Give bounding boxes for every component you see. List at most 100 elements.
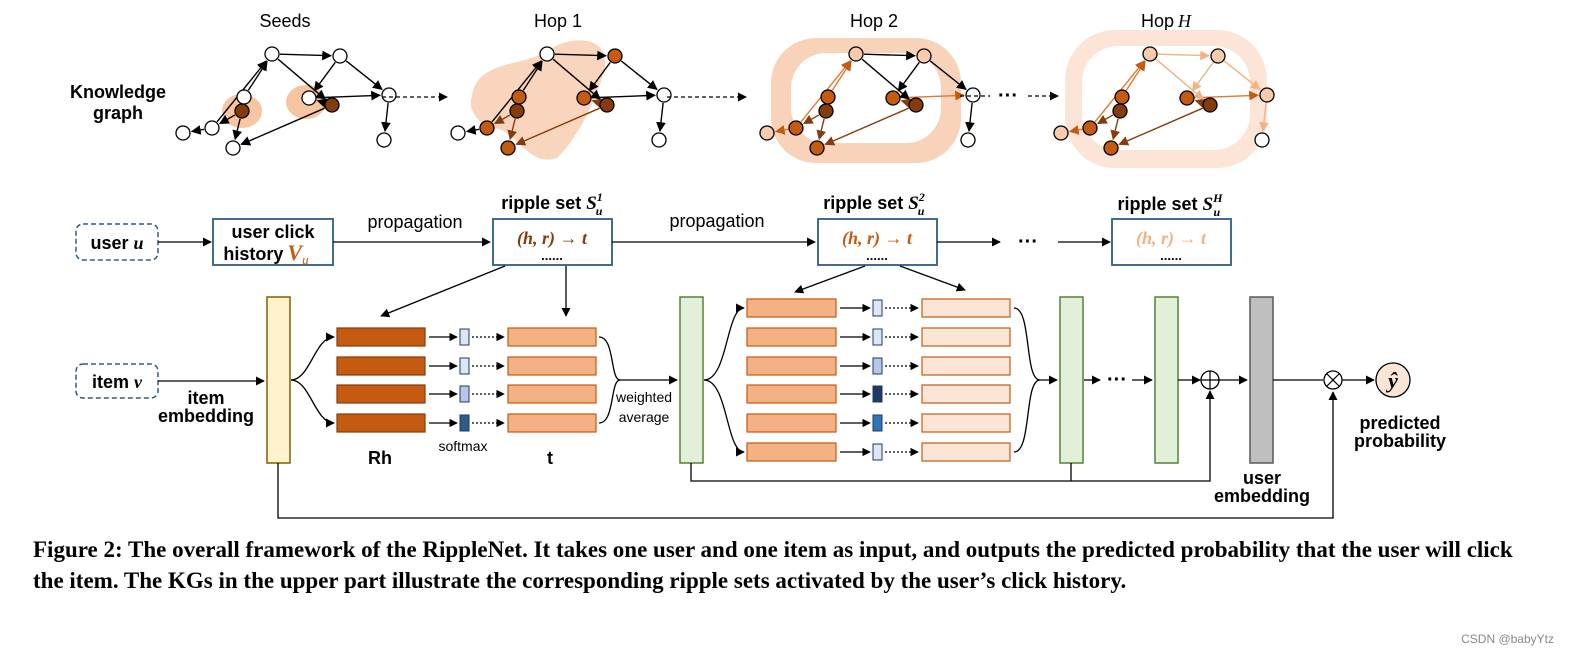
hopH-graph-node [1082, 120, 1098, 136]
hop1-rh-bar [336, 384, 426, 404]
hop2-graph [759, 38, 981, 163]
hop1-graph-edge [656, 102, 666, 133]
hopH-graph-node [1259, 87, 1275, 103]
ripple1-to-rh-arrow [380, 265, 506, 318]
hop2-t-bar [921, 413, 1011, 433]
hopH-graph-node [1114, 89, 1130, 105]
hopH-graph-edge [1194, 90, 1259, 101]
hopH-graph-node [1112, 103, 1128, 119]
hopH-graph [1053, 30, 1275, 168]
hopH-graph-edge [1194, 98, 1206, 108]
figure-caption: Figure 2: The overall framework of the R… [33, 537, 1513, 593]
watermark: CSDN @babyYtz [1461, 632, 1554, 646]
average-label: average [619, 409, 670, 425]
item-embedding-line1: item [187, 388, 224, 408]
hopH-graph-edge [1118, 107, 1203, 146]
seeds-graph-node [332, 48, 348, 64]
hop1-computation [336, 327, 597, 433]
hop2-graph-node [848, 46, 864, 62]
hop2-graph-edge [965, 102, 975, 133]
hopH-graph-node [1053, 125, 1069, 141]
hop2-response-vector [1059, 296, 1084, 464]
seeds-graph-node [264, 46, 280, 62]
hop1-t-bar [507, 356, 597, 376]
hop1-graph-edge [507, 118, 517, 141]
hop2-graph-node [818, 103, 834, 119]
hop1-graph-edge [465, 125, 480, 135]
hop1-graph-node [500, 140, 516, 156]
user-embedding-vector [1249, 296, 1274, 464]
hop1-rh-bar [336, 327, 426, 347]
hop1-halo [470, 40, 606, 160]
ripple-set-2-box [817, 218, 938, 266]
ripple-set-1-triple: (h, r) → t [517, 228, 588, 249]
hop1-graph-node [651, 132, 667, 148]
hopH-graph-node [1142, 46, 1158, 62]
hop2-halo-inner [791, 53, 941, 143]
item-embedding-vector [266, 296, 291, 464]
seeds-graph-node [236, 89, 252, 105]
hop1-prob-cell [459, 357, 470, 375]
hop2-prob-cell [872, 299, 883, 317]
hop2-graph-edge [863, 50, 916, 61]
hop2-t-bar [921, 356, 1011, 376]
propagation-label-2: propagation [669, 211, 764, 231]
hop2-graph-edge [774, 125, 789, 135]
hop2-graph-edge [816, 118, 826, 141]
seeds-graph-edge [277, 58, 326, 100]
seeds-graph-node [204, 120, 220, 136]
hop2-rh-bar [746, 413, 837, 433]
o1-to-rh2-bottom [703, 379, 745, 457]
hop2-brace [1013, 307, 1041, 453]
hop1-response-vector [679, 296, 704, 464]
hop2-t-bar [921, 442, 1011, 462]
hop1-graph-node [509, 103, 525, 119]
seeds-graph-node [376, 132, 392, 148]
kg-label-line1: Knowledge [70, 82, 166, 102]
hop2-prob-cell [872, 414, 883, 432]
hop2-graph-edge [897, 62, 920, 92]
hop2-graph-node [908, 97, 924, 113]
hopH-graph-edge [1068, 125, 1083, 135]
product-operator-icon [1323, 370, 1343, 390]
hop1-t-bar [507, 413, 597, 433]
seeds-graph-edge [218, 114, 236, 125]
softmax-label: softmax [438, 438, 487, 454]
hop1-graph-node [539, 46, 555, 62]
hop1-prob-cell [459, 414, 470, 432]
prediction-node [1375, 362, 1411, 398]
hop2-graph-node [916, 48, 932, 64]
ripple-set-2-triple: (h, r) → t [842, 228, 913, 249]
lower-dots: ··· [1107, 369, 1127, 391]
hop2-prob-cell [872, 443, 883, 461]
hop2-rh-bar [746, 327, 837, 347]
seeds-graph-edge [316, 90, 381, 101]
ripple-set-H-box [1111, 218, 1232, 266]
hop1-graph-edge [591, 98, 603, 108]
hop2-t-bar [921, 298, 1011, 318]
seeds-graph-edge [247, 60, 268, 91]
item-embedding-line2: embedding [158, 406, 254, 426]
hopH-graph-edge [1096, 114, 1114, 125]
ripple2-to-rh-arrow [794, 265, 866, 294]
item-embedding-loop-line [277, 391, 1338, 519]
hop1-graph-node [576, 90, 592, 106]
seeds-graph-node [175, 125, 191, 141]
hop2-graph-node [809, 140, 825, 156]
seeds-graph-node [324, 97, 340, 113]
sum-operator-icon [1200, 370, 1220, 390]
propagation-label-1: propagation [367, 212, 462, 232]
response-sum-line [690, 390, 1215, 482]
hop2-graph-node [788, 120, 804, 136]
ripple-set-2-ellipsis: ...... [866, 248, 888, 263]
hop1-title: Hop 1 [534, 11, 582, 31]
seeds-graph-node [234, 103, 250, 119]
seeds-graph [175, 46, 397, 156]
hop1-graph-edge [493, 114, 511, 125]
hop1-graph-edge [515, 107, 600, 146]
seeds-graph-node [381, 87, 397, 103]
hop1-graph-edge [620, 60, 658, 91]
